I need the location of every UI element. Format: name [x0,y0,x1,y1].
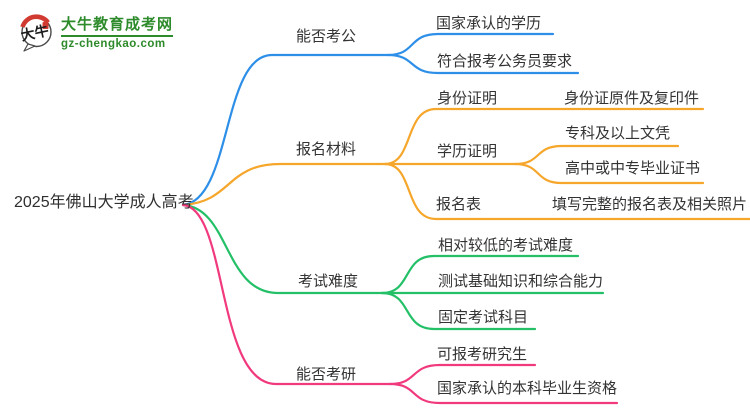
svg-text:大牛: 大牛 [19,22,50,43]
line-materials-edu-child1 [513,144,680,166]
leaf-postgrad-eligible[interactable]: 可报考研究生 [437,346,528,363]
node-id-proof[interactable]: 身份证明 [437,90,498,107]
node-civil-service[interactable]: 能否考公 [296,28,357,45]
leaf-meets-civil-servant-req[interactable]: 符合报考公务员要求 [437,53,573,70]
leaf-complete-form-photos[interactable]: 填写完整的报名表及相关照片 [552,196,748,213]
line-civil-trunk [181,53,390,207]
line-civil-child2 [386,53,580,75]
line-postgrad-trunk [181,203,392,386]
brand-divider [61,34,174,37]
leaf-highschool-diploma[interactable]: 高中或中专毕业证书 [565,160,701,177]
line-civil-child1 [386,32,555,57]
leaf-basic-knowledge[interactable]: 测试基础知识和综合能力 [438,273,604,290]
node-materials[interactable]: 报名材料 [296,141,357,158]
line-postgrad-child1 [388,363,537,386]
node-edu-proof[interactable]: 学历证明 [437,143,498,160]
node-difficulty[interactable]: 考试难度 [298,273,359,290]
line-postgrad-child2 [388,382,619,405]
line-materials-id [383,107,705,166]
leaf-fixed-subjects[interactable]: 固定考试科目 [438,309,529,326]
node-postgrad[interactable]: 能否考研 [296,366,357,383]
line-difficulty-child1 [380,254,580,295]
node-application-form[interactable]: 报名表 [436,196,482,213]
leaf-lower-difficulty[interactable]: 相对较低的考试难度 [438,237,574,254]
brand-title: 大牛教育成考网 [61,15,174,33]
line-materials-form [383,162,750,221]
leaf-recognized-degree[interactable]: 国家承认的学历 [436,15,542,32]
line-difficulty-child3 [380,291,537,331]
brand-domain: gz-chengkao.com [61,37,166,50]
root-node[interactable]: 2025年佛山大学成人高考 [14,194,194,211]
leaf-id-original-copy[interactable]: 身份证原件及复印件 [564,90,700,107]
line-materials-trunk [181,162,387,207]
leaf-national-bachelor[interactable]: 国家承认的本科毕业生资格 [437,380,618,397]
leaf-college-diploma[interactable]: 专科及以上文凭 [565,125,671,142]
logo-bull-icon: 大牛 [19,14,52,52]
site-logo[interactable]: 大牛 大牛教育成考网 gz-chengkao.com [18,13,174,53]
line-difficulty-trunk [181,203,384,295]
line-materials-edu-child2 [513,162,705,185]
